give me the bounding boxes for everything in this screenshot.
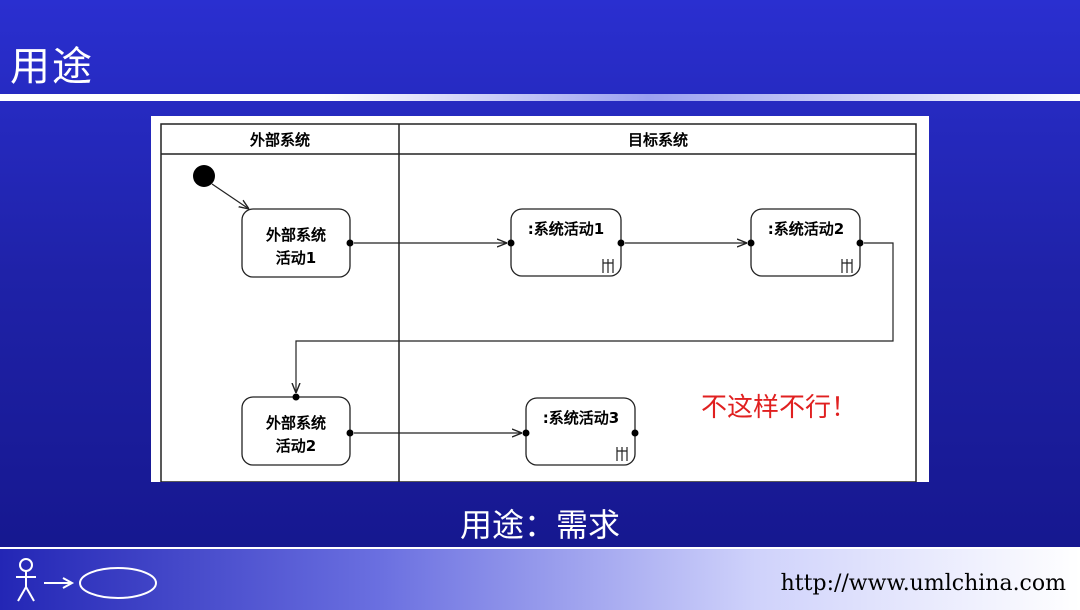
pin-ext1-out: [346, 239, 354, 247]
slide-caption: 用途：需求: [459, 506, 620, 544]
activity-sys1-label: :系统活动1: [528, 220, 604, 238]
pin-ext2-in: [292, 393, 300, 401]
activity-ext2-line1: 外部系统: [265, 414, 326, 432]
pin-sys3-in: [522, 429, 530, 437]
warning-note: 不这样不行！: [701, 393, 857, 423]
pin-sys3-out: [631, 429, 639, 437]
pin-sys2-in: [747, 239, 755, 247]
edge-sys2-to-ext2: [296, 242, 894, 393]
rake-icon: [602, 259, 614, 273]
pin-ext2-out: [346, 429, 354, 437]
activity-ext2-line2: 活动2: [276, 437, 316, 455]
pin-sys1-in: [507, 239, 515, 247]
activity-sys2-label: :系统活动2: [768, 220, 844, 238]
title-rule: [0, 94, 1080, 101]
activity-ext1-line2: 活动1: [276, 249, 316, 267]
rake-icon: [841, 259, 853, 273]
pin-sys1-out: [617, 239, 625, 247]
footer-url-link[interactable]: http://www.umlchina.com: [780, 571, 1066, 596]
initial-node: [193, 165, 215, 187]
actor-usecase-logo-icon: [16, 558, 157, 602]
footer-bar: http://www.umlchina.com: [0, 547, 1080, 610]
rake-icon: [616, 447, 628, 461]
lane-header-target: 目标系统: [628, 131, 688, 149]
lane-header-external: 外部系统: [249, 131, 310, 149]
activity-diagram: 外部系统 目标系统 外部系统 活动1 :系统活动1 :系统活动2 外部系统 活动…: [151, 116, 929, 482]
activity-sys3-label: :系统活动3: [543, 409, 619, 427]
slide-title: 用途: [10, 44, 94, 90]
activity-diagram-svg: 外部系统 目标系统 外部系统 活动1 :系统活动1 :系统活动2 外部系统 活动…: [160, 123, 917, 482]
pin-sys2-out: [856, 239, 864, 247]
edge-initial-to-ext1: [211, 183, 249, 209]
activity-ext1-line1: 外部系统: [265, 226, 326, 244]
